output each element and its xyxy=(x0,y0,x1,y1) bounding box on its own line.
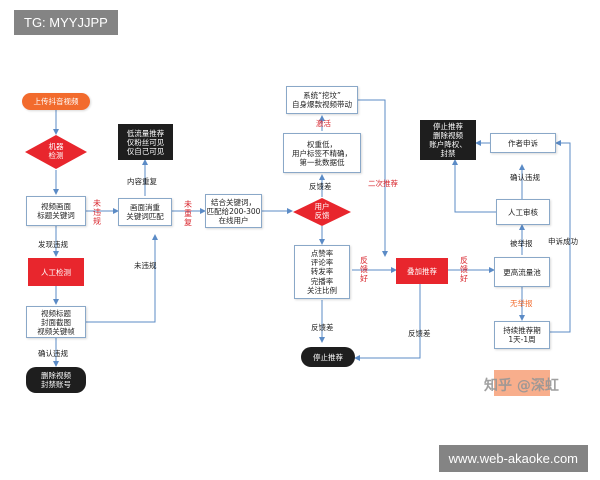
label-no-violation: 未违规 xyxy=(134,261,157,270)
label-content-repeat: 内容重复 xyxy=(127,177,157,186)
cover-keywords-node: 视频标题 封面截图 视频关键帧 xyxy=(26,306,86,338)
user-feedback-label: 用户 反馈 xyxy=(314,202,330,220)
keywords-check-node: 视频画面 标题关键词 xyxy=(26,196,86,226)
stop-recommend-node: 停止推荐 xyxy=(301,347,355,367)
watermark-url: www.web-akaoke.com xyxy=(438,445,588,472)
manual-check-node: 人工检测 xyxy=(28,258,84,286)
match-users-node: 结合关键词， 匹配给200-300 在线用户 xyxy=(205,194,262,228)
metrics-node: 点赞率 评论率 转发率 完播率 关注比例 xyxy=(294,245,350,299)
label-feedback-good-2: 反 馈 好 xyxy=(460,256,468,284)
label-confirm-violation-right: 确认违规 xyxy=(510,173,540,182)
label-appeal-success: 申诉成功 xyxy=(548,237,578,246)
user-feedback-diamond: 用户 反馈 xyxy=(292,197,352,227)
label-reported: 被举报 xyxy=(510,239,533,248)
author-appeal-node: 作者申诉 xyxy=(490,133,556,153)
label-feedback-poor-bottom: 反馈差 xyxy=(311,323,334,332)
watermark-tg: TG: MYYJJPP xyxy=(14,10,118,35)
label-activate: 激活 xyxy=(316,119,331,128)
label-feedback-poor-right: 反馈差 xyxy=(408,329,431,338)
stop-delete-node: 停止推荐 删除视频 账户降权、 封禁 xyxy=(420,120,476,160)
low-traffic-node: 低流量推荐 仅粉丝可见 仅自己可见 xyxy=(118,124,173,160)
higher-pool-node: 更高流量池 xyxy=(494,257,550,287)
label-not-repeat: 未 重 复 xyxy=(184,200,192,228)
dig-grave-node: 系统“挖坟” 自身爆款视频带动 xyxy=(286,86,358,114)
label-found-violation: 发现违规 xyxy=(38,240,68,249)
orange-end-node xyxy=(494,370,550,396)
machine-check-diamond: 机器 检测 xyxy=(24,134,88,170)
label-feedback-poor-top: 反馈差 xyxy=(309,182,332,191)
dedupe-match-node: 画面消重 关键词匹配 xyxy=(118,198,172,226)
manual-review-node: 人工审核 xyxy=(496,199,550,225)
weight-low-node: 权重低， 用户标签不精确， 第一批数据低 xyxy=(283,133,361,173)
label-confirm-violation: 确认违规 xyxy=(38,349,68,358)
add-recommend-node[interactable]: 叠加推荐 xyxy=(396,258,448,284)
label-second-recommend: 二次推荐 xyxy=(368,179,398,188)
label-feedback-good: 反 馈 好 xyxy=(360,256,368,284)
machine-check-label: 机器 检测 xyxy=(48,142,64,160)
sustain-node: 持续推荐期 1天-1周 xyxy=(494,321,550,349)
delete-ban-node: 删除视频 封禁账号 xyxy=(26,367,86,393)
watermark-zhihu: 知乎 @深虹 xyxy=(484,378,559,394)
label-not-reported: 无举报 xyxy=(510,299,533,308)
label-no-violation-vertical: 未 违 规 xyxy=(93,199,101,227)
upload-video-node: 上传抖音视频 xyxy=(22,93,90,110)
